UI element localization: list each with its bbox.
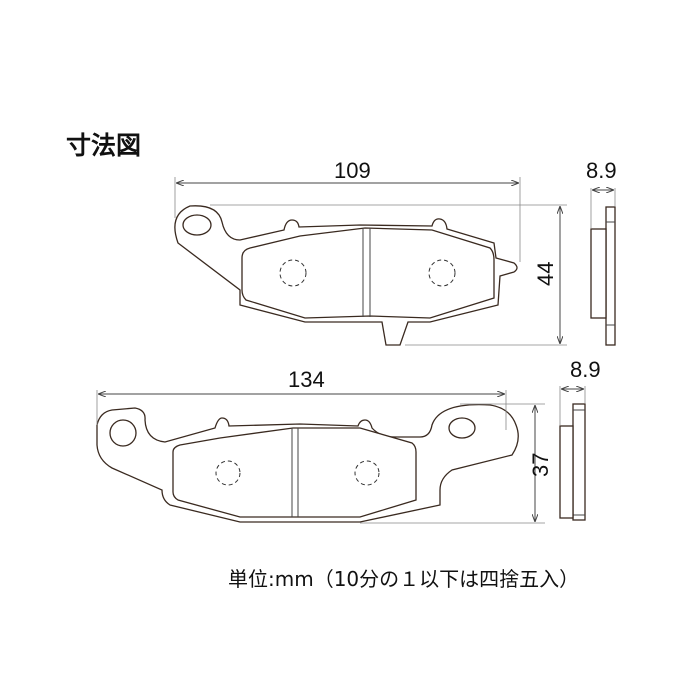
bottom-length-label: 134 [288,367,325,392]
top-length-label: 109 [334,158,371,183]
top-height-label: 44 [533,262,558,286]
bottom-thickness-label: 8.9 [570,357,601,382]
top-pad-dimensions: 109 44 [174,158,567,346]
top-pad-piston-mark-right [428,259,456,287]
bottom-pad-left-ear-hole [109,419,137,447]
top-pad-piston-mark-left [279,259,307,287]
bottom-pad-piston-mark-left [215,460,241,486]
bottom-pad-front-view [96,404,519,523]
top-pad-friction-material [241,227,495,319]
drawing-title: 寸法図 [66,131,142,160]
bottom-pad-piston-mark-right [354,460,380,486]
bottom-height-label: 37 [528,453,553,477]
bottom-pad-side-view: 8.9 [559,357,601,521]
bottom-pad-friction-material [172,427,417,518]
top-pad-front-view [174,205,518,346]
top-pad-side-view: 8.9 [586,158,617,346]
unit-note: 単位:mm（10分の１以下は四捨五入） [228,567,580,591]
top-thickness-label: 8.9 [586,158,617,183]
top-pad-ear-hole [182,214,212,236]
bottom-pad-right-ear-hole [448,417,476,439]
bottom-pad-dimensions: 134 37 [96,367,553,524]
